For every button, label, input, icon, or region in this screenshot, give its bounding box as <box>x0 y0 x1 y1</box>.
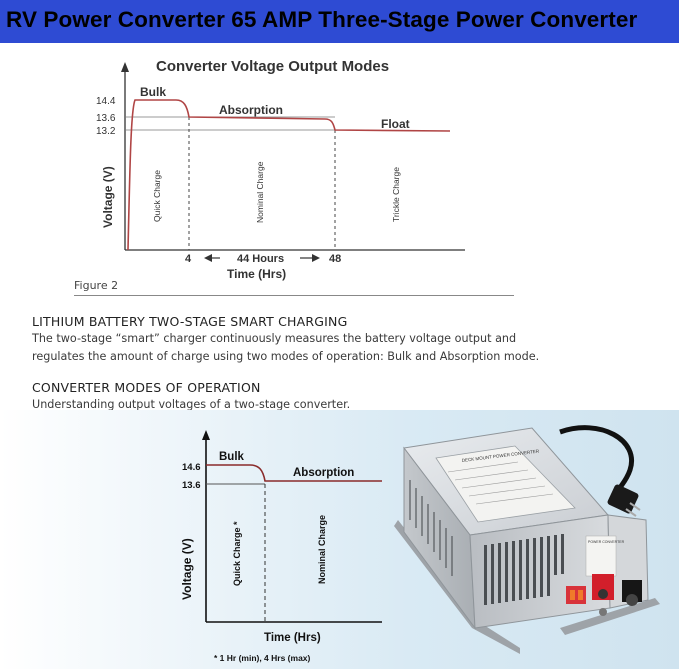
region-label-quick: Quick Charge <box>152 170 162 222</box>
figure-caption: Figure 2 <box>74 279 119 292</box>
y-tick-label: 14.6 <box>182 462 201 473</box>
voltage-curve <box>127 99 451 251</box>
region-label-nominal: Nominal Charge <box>255 161 265 223</box>
section-text-line: The two-stage “smart” charger continuous… <box>32 332 517 345</box>
figure-divider <box>74 295 514 296</box>
stage-label-bulk: Bulk <box>219 451 245 463</box>
x-axis-label: Time (Hrs) <box>264 632 321 644</box>
negative-terminal <box>622 580 642 602</box>
side-label <box>585 535 617 577</box>
title-banner: RV Power Converter 65 AMP Three-Stage Po… <box>0 0 679 43</box>
x-tick-label: 4 <box>185 253 192 265</box>
arrow-left <box>204 254 212 262</box>
x-axis-label: Time (Hrs) <box>227 267 286 281</box>
stage-label-absorption: Absorption <box>219 103 283 117</box>
y-tick-label: 13.6 <box>96 113 116 124</box>
chart-title: Converter Voltage Output Modes <box>156 58 389 75</box>
duration-annotation: 44 Hours <box>237 253 284 265</box>
region-label-trickle: Trickle Charge <box>391 167 401 222</box>
y-axis-label: Voltage (V) <box>180 538 194 600</box>
region-label-nominal: Nominal Charge <box>317 515 327 584</box>
section-heading-modes: CONVERTER MODES OF OPERATION <box>32 380 261 395</box>
y-axis-arrow <box>202 430 210 440</box>
y-axis-label: Voltage (V) <box>101 166 115 228</box>
arrow-right <box>312 254 320 262</box>
y-tick-label: 13.2 <box>96 126 116 137</box>
x-tick-label: 48 <box>329 253 341 265</box>
side-vents <box>409 480 453 576</box>
voltage-curve <box>206 464 382 482</box>
side-label-text: POWER CONVERTER <box>588 540 625 544</box>
section-text-line: regulates the amount of charge using two… <box>32 350 540 363</box>
section-text-line: Understanding output voltages of a two-s… <box>32 398 351 411</box>
stage-label-float: Float <box>381 117 410 131</box>
product-label <box>435 445 576 523</box>
y-tick-label: 14.4 <box>96 96 116 107</box>
two-stage-voltage-chart: 14.6 13.6 Bulk Absorption Quick Charge *… <box>180 430 382 663</box>
power-plug <box>607 484 639 514</box>
positive-terminal <box>592 574 614 600</box>
front-vents <box>484 534 564 605</box>
section-heading-lithium: LITHIUM BATTERY TWO-STAGE SMART CHARGING <box>32 314 348 329</box>
y-axis-arrow <box>121 62 129 72</box>
stage-label-bulk: Bulk <box>140 85 166 99</box>
footnote: * 1 Hr (min), 4 Hrs (max) <box>214 653 311 663</box>
power-converter-product-image: DECK MOUNT POWER CONVERTER POWER CONVERT… <box>394 425 660 654</box>
region-label-quick: Quick Charge * <box>232 521 242 586</box>
y-tick-label: 13.6 <box>182 480 201 491</box>
banner-title: RV Power Converter 65 AMP Three-Stage Po… <box>6 7 638 32</box>
stage-label-absorption: Absorption <box>293 467 354 479</box>
converter-voltage-chart: Converter Voltage Output Modes 14.4 13.6… <box>96 58 465 281</box>
